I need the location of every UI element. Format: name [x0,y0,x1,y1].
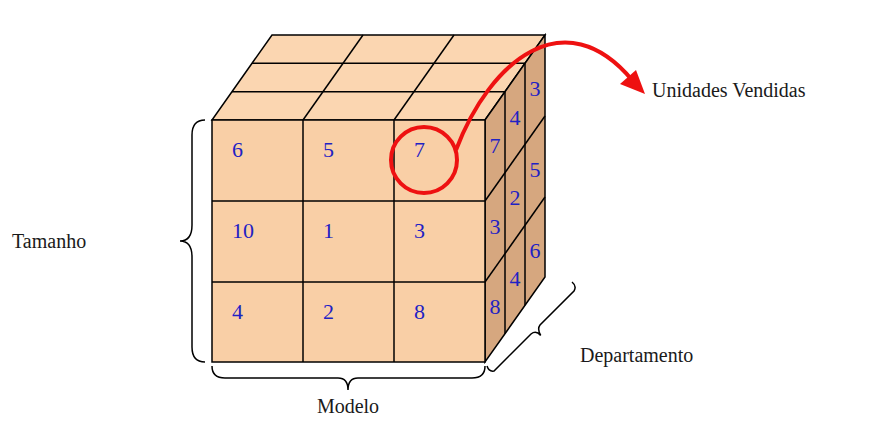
cell-value: 3 [414,219,425,243]
cell-value: 5 [323,138,334,162]
cell-value: 2 [323,300,334,324]
cell-value: 3 [530,77,541,101]
cube-front-face [212,120,485,362]
callout-arrow [456,43,632,150]
cell-value: 7 [414,138,425,162]
cell-value: 3 [490,215,501,239]
axis-label: Tamanho [12,230,86,252]
cell-value: 2 [510,186,521,210]
callout-arrowhead [620,70,645,94]
cell-value: 5 [530,158,541,182]
cell-value: 8 [490,295,501,319]
cell-value: 10 [232,219,254,243]
cell-value: 4 [510,267,521,291]
cell-value: 6 [530,239,541,263]
front-grid [212,120,485,362]
size-brace [180,120,205,362]
highlight-circle [391,127,457,193]
cell-value: 4 [510,106,521,130]
top-grid [232,35,525,120]
side-grid [485,63,545,333]
model-brace [212,366,485,390]
cell-value: 8 [414,300,425,324]
axis-label: Departamento [580,344,693,366]
axis-label: Modelo [317,395,379,417]
cell-value: 4 [232,300,243,324]
callout-label: Unidades Vendidas [652,79,806,101]
cell-value: 7 [490,134,501,158]
cell-value: 6 [232,138,243,162]
department-brace [487,282,575,371]
cell-value: 1 [323,219,334,243]
